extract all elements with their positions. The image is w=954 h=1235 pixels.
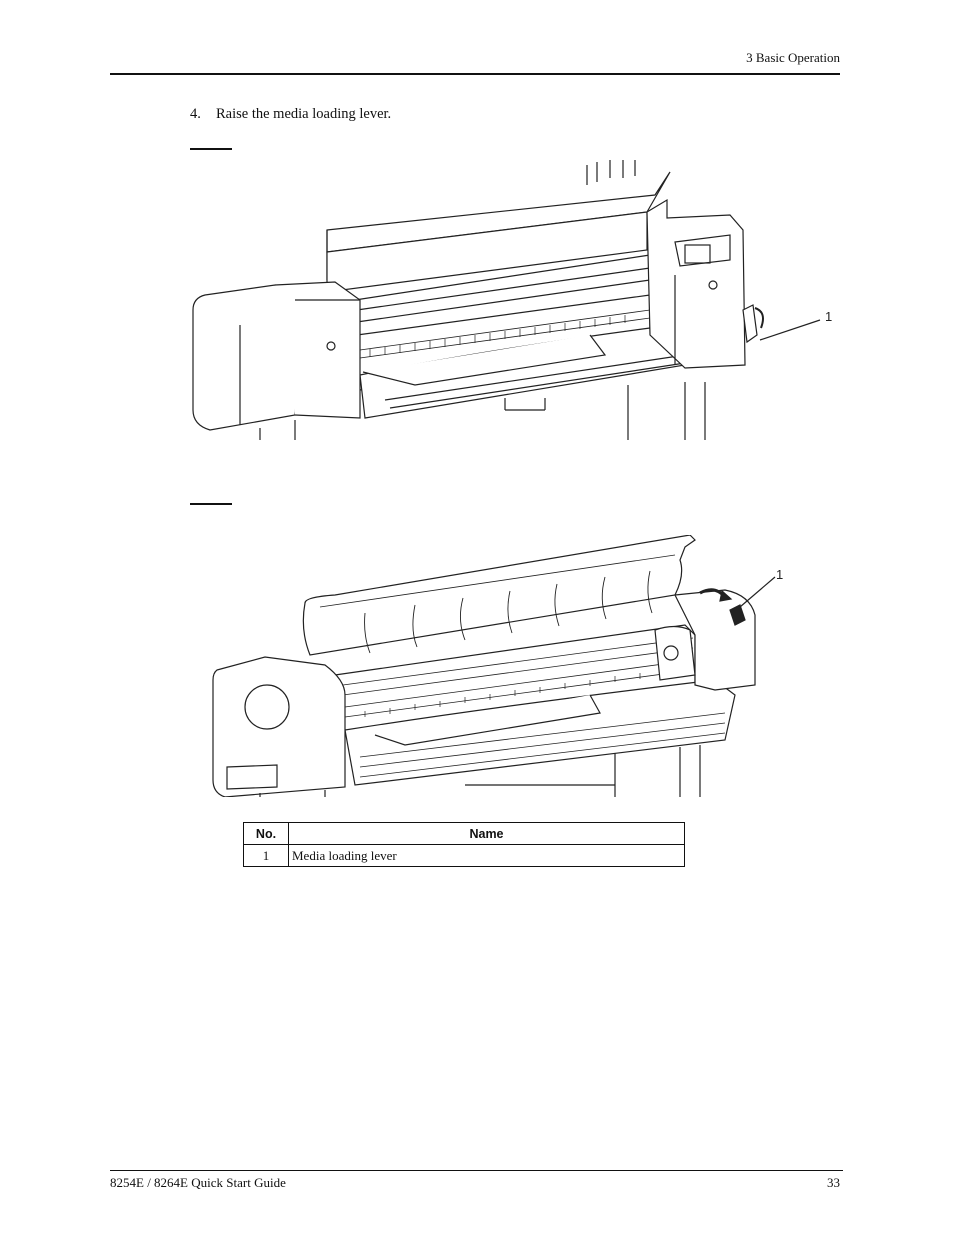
figure-tab-marker — [190, 503, 232, 505]
step-instruction: 4. Raise the media loading lever. — [190, 106, 391, 123]
step-number: 4. — [190, 106, 201, 122]
section-title: 3 Basic Operation — [746, 50, 840, 65]
row-number: 1 — [243, 844, 289, 867]
table-row: 1 Media loading lever — [243, 844, 685, 867]
printer-front-view-illustration: 1 — [192, 160, 832, 440]
footer-title: 8254E / 8264E Quick Start Guide — [110, 1175, 286, 1190]
parts-legend-table: No. Name 1 Media loading lever — [243, 822, 685, 867]
column-header-name: Name — [288, 822, 685, 845]
callout-label: 1 — [776, 567, 783, 582]
table-header-row: No. Name — [243, 822, 685, 845]
callout-label: 1 — [825, 309, 832, 324]
step-text: Raise the media loading lever. — [216, 106, 392, 122]
row-name: Media loading lever — [288, 844, 685, 867]
footer-rule — [110, 1170, 843, 1171]
printer-open-cover-illustration: 1 — [212, 535, 783, 797]
page-number: 33 — [827, 1175, 840, 1190]
figure-tab-marker — [190, 148, 232, 150]
header-rule — [110, 73, 840, 75]
column-header-no: No. — [243, 822, 289, 845]
